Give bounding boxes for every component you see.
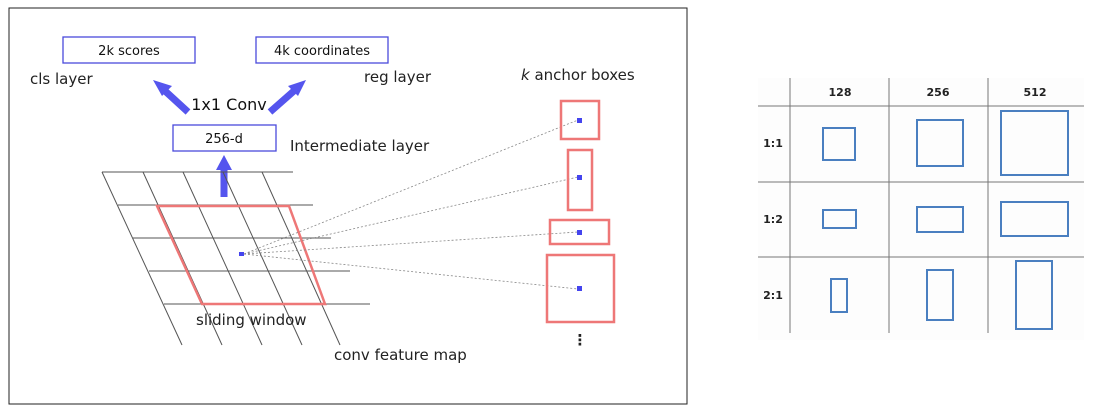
- reg-coords-box: [255, 36, 389, 64]
- anchor-512-1-1: [1000, 110, 1069, 176]
- anchor-center: [577, 286, 582, 291]
- row-header-2-1: 2:1: [763, 289, 783, 302]
- intermediate-box: [172, 124, 277, 152]
- sliding-window-center: [239, 252, 244, 256]
- anchor-256-2-1: [926, 269, 954, 321]
- cls-layer-label: cls layer: [30, 70, 93, 88]
- anchor-box-square-large: [545, 253, 616, 324]
- projection-lines: [243, 119, 579, 290]
- table-background: [758, 78, 1084, 340]
- anchor-ellipsis: ⋮: [573, 331, 588, 349]
- anchor-center: [577, 230, 582, 235]
- arrow-to-reg: [267, 80, 306, 115]
- anchor-128-1-2: [822, 209, 857, 229]
- anchor-table: 128 256 512 1:1 1:2 2:1: [758, 78, 1084, 340]
- sliding-window: [155, 204, 327, 306]
- cls-scores-box: [62, 36, 196, 64]
- col-header-256: 256: [927, 86, 950, 99]
- anchor-128-1-1: [822, 127, 856, 161]
- feature-map-label: conv feature map: [334, 346, 467, 364]
- arrow-to-cls: [153, 80, 191, 115]
- intermediate-box-text: 256-d: [205, 132, 243, 147]
- anchor-256-1-2: [916, 206, 964, 233]
- left-panel-frame: [8, 7, 688, 405]
- cls-scores-text: 2k scores: [98, 44, 160, 59]
- table-grid: [758, 78, 1084, 333]
- row-header-1-1: 1:1: [763, 137, 783, 150]
- arrow-up-from-window: [216, 155, 232, 197]
- col-header-128: 128: [829, 86, 852, 99]
- anchor-boxes-label: k anchor boxes: [521, 66, 635, 84]
- table-anchor-shapes: [822, 110, 1069, 330]
- reg-coords-text: 4k coordinates: [274, 44, 370, 59]
- anchor-512-2-1: [1015, 260, 1053, 330]
- col-header-512: 512: [1024, 86, 1047, 99]
- anchor-center: [577, 175, 582, 180]
- anchor-256-1-1: [916, 119, 964, 167]
- anchor-label-rest: anchor boxes: [530, 66, 635, 84]
- anchor-box-tall: [566, 148, 594, 212]
- conv-label: 1x1 Conv: [191, 95, 266, 114]
- sliding-window-label: sliding window: [196, 311, 307, 329]
- reg-layer-label: reg layer: [364, 68, 432, 86]
- anchor-center: [577, 118, 582, 123]
- intermediate-layer-label: Intermediate layer: [290, 137, 430, 155]
- anchor-512-1-2: [1000, 201, 1069, 237]
- anchor-box-wide: [548, 218, 611, 246]
- anchor-k: k: [521, 66, 531, 84]
- anchor-box-square-small: [559, 99, 601, 141]
- anchor-128-2-1: [830, 278, 848, 313]
- row-header-1-2: 1:2: [763, 213, 783, 226]
